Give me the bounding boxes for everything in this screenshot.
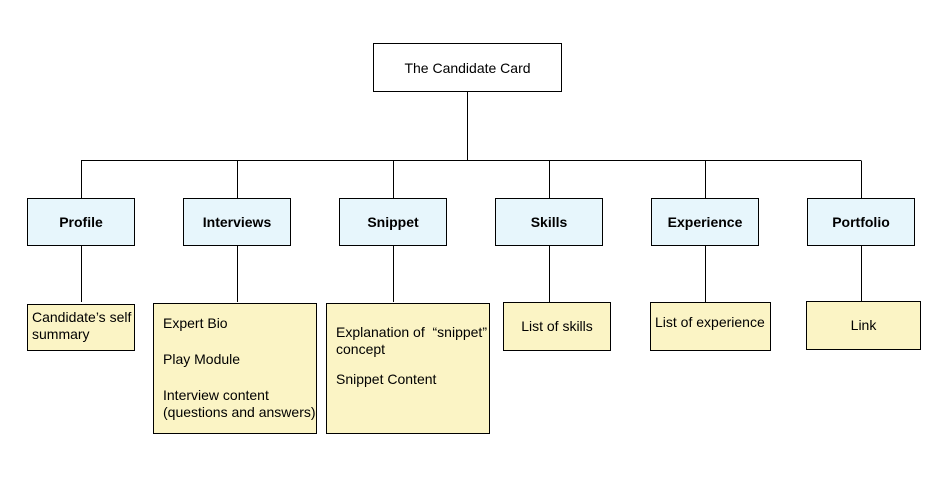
- detail-text: Link: [850, 317, 877, 333]
- detail-text: Expert Bio: [163, 315, 228, 331]
- detail-interviews: Expert Bio Play Module Interview content…: [153, 303, 317, 434]
- detail-text: Play Module: [163, 351, 241, 367]
- detail-text: List of experience: [655, 314, 765, 330]
- detail-text: Interview content: [163, 387, 269, 403]
- detail-text: summary: [32, 326, 90, 342]
- detail-portfolio: Link: [806, 301, 921, 350]
- detail-skills: List of skills: [503, 302, 611, 351]
- detail-paragraph: Expert Bio: [163, 315, 316, 332]
- category-label: Skills: [530, 214, 568, 230]
- category-skills: Skills: [495, 198, 603, 246]
- category-label: Interviews: [202, 214, 272, 230]
- category-portfolio: Portfolio: [807, 198, 915, 246]
- detail-text: List of skills: [521, 318, 593, 334]
- category-label: Portfolio: [832, 214, 890, 230]
- detail-paragraph: Interview content (questions and answers…: [163, 387, 316, 421]
- category-label: Experience: [667, 214, 743, 230]
- category-interviews: Interviews: [183, 198, 291, 246]
- detail-text: Candidate’s self: [32, 309, 132, 325]
- category-experience: Experience: [651, 198, 759, 246]
- detail-experience: List of experience: [650, 302, 771, 351]
- detail-snippet: Explanation of “snippet” concept Snippet…: [326, 303, 490, 434]
- detail-paragraph: Play Module: [163, 351, 316, 368]
- detail-text: concept: [336, 341, 386, 357]
- detail-text: (questions and answers): [163, 404, 316, 420]
- root-node-label: The Candidate Card: [404, 59, 531, 76]
- detail-profile: Candidate’s self summary: [27, 304, 135, 351]
- category-label: Snippet: [367, 214, 419, 230]
- category-label: Profile: [59, 214, 103, 230]
- root-node: The Candidate Card: [373, 43, 562, 92]
- detail-paragraph: Snippet Content: [336, 371, 489, 388]
- detail-text: Explanation of “snippet”: [336, 324, 487, 340]
- category-profile: Profile: [27, 198, 135, 246]
- detail-paragraph: Explanation of “snippet” concept: [336, 324, 489, 358]
- detail-text: Snippet Content: [336, 371, 437, 387]
- category-snippet: Snippet: [339, 198, 447, 246]
